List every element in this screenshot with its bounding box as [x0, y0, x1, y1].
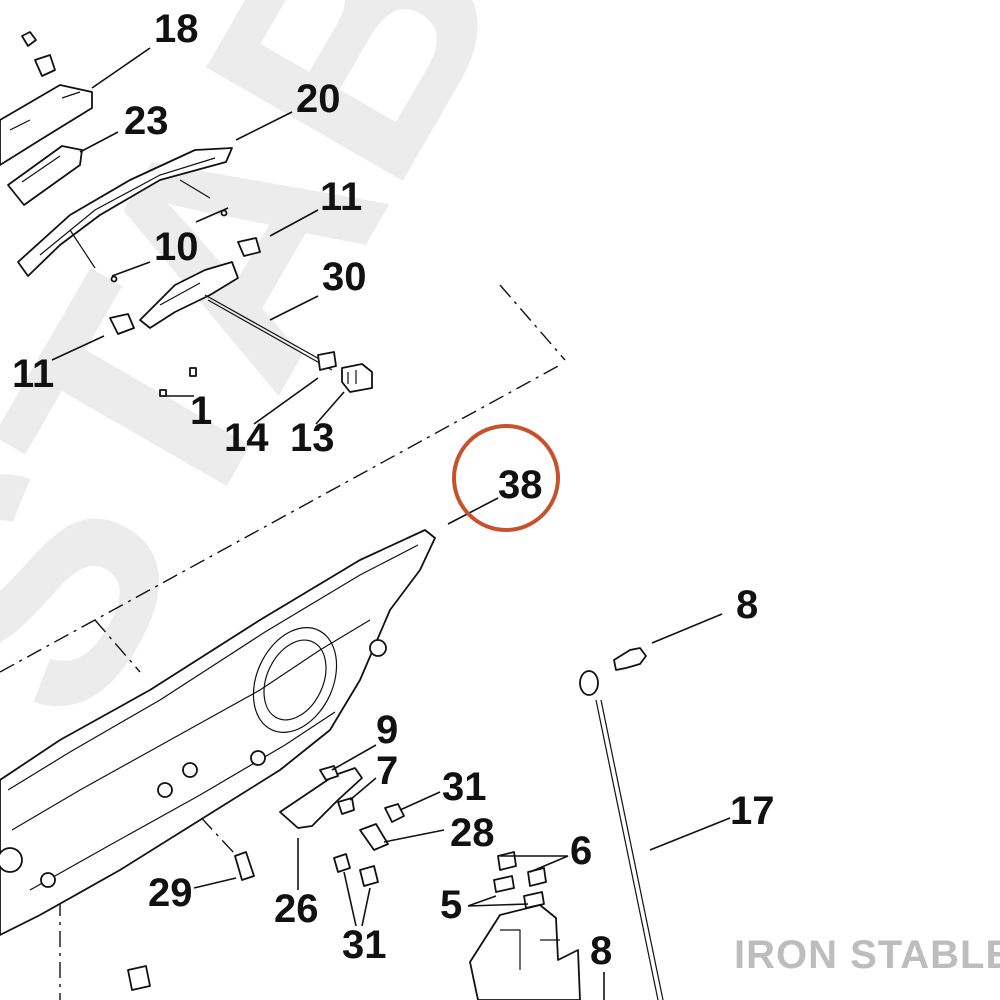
part-38-lid-panel: [0, 529, 436, 936]
part-5-washer-a: [493, 875, 515, 893]
callout-13: 13: [290, 416, 335, 460]
callout-31-lower: 31: [342, 923, 387, 967]
part-6-nut-a: [497, 851, 517, 871]
callout-8-upper: 8: [736, 583, 758, 627]
part-23-plate: [7, 145, 83, 206]
callout-23: 23: [124, 99, 169, 143]
part-20-cover: [17, 147, 233, 277]
callout-30: 30: [322, 255, 367, 299]
callout-5: 5: [440, 883, 462, 927]
alignment-lines: [0, 284, 566, 1000]
callout-28: 28: [450, 811, 495, 855]
hinge-body: [469, 904, 581, 1000]
callout-numbers: 18 20 23 11 10 30 11 1 14 13 38 8 9 7 31…: [12, 7, 775, 973]
callout-38: 38: [498, 463, 543, 507]
callout-17: 17: [730, 789, 775, 833]
callout-31-upper: 31: [442, 765, 487, 809]
part-17-strut: [579, 670, 664, 1000]
watermark: STABLE: [0, 0, 776, 775]
part-18-bracket: [0, 31, 93, 166]
part-8-bolt-upper: [613, 647, 647, 671]
callout-1: 1: [190, 389, 212, 433]
part-7-bushing: [337, 797, 355, 815]
callout-10: 10: [154, 225, 199, 269]
part-31-screw-a: [333, 853, 351, 873]
part-11-clip-right: [237, 237, 261, 257]
part-11-clip-left: [109, 313, 135, 335]
part-6-nut-b: [527, 867, 547, 887]
callout-20: 20: [296, 77, 341, 121]
callout-9: 9: [376, 708, 398, 752]
callout-11-upper: 11: [320, 175, 362, 219]
small-hardware-upper: [109, 209, 261, 397]
highlight-circle: [452, 424, 560, 532]
part-13-connector: [341, 363, 373, 393]
callout-18: 18: [154, 7, 199, 51]
leader-lines: [51, 47, 731, 1000]
callout-26: 26: [274, 887, 319, 931]
part-31-screw-b: [359, 865, 379, 887]
callout-29: 29: [148, 871, 193, 915]
part-31-screw-upper: [384, 803, 405, 823]
callout-11-left: 11: [12, 352, 54, 396]
part-lower-pin: [127, 965, 151, 991]
hinge-assembly: [127, 851, 581, 1000]
callout-14: 14: [224, 416, 269, 460]
watermark-text: STABLE: [0, 0, 776, 775]
part-28-pin: [359, 823, 389, 851]
part-26-bracket: [279, 767, 363, 829]
part-30-handle-assembly: [139, 261, 337, 371]
callout-7: 7: [376, 749, 398, 793]
callout-6: 6: [570, 829, 592, 873]
part-29-pin: [234, 851, 255, 881]
brand-logo-text: IRON STABLE: [734, 933, 1000, 977]
callout-8-lower: 8: [590, 929, 612, 973]
hinge-hardware: [234, 765, 405, 887]
